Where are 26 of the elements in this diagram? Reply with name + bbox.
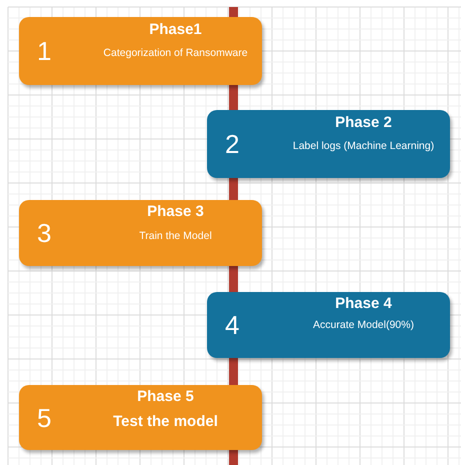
phase-description: Label logs (Machine Learning) (292, 140, 436, 152)
phase-number: 5 (37, 402, 52, 432)
phase-title: Phase 2 (334, 114, 393, 131)
phase-box (207, 110, 450, 178)
phase-number: 3 (37, 218, 52, 248)
timeline-bar (229, 358, 238, 385)
timeline-bar (229, 450, 238, 465)
phase-number: 4 (225, 310, 240, 340)
timeline-bar (229, 266, 238, 292)
phase-number: 2 (225, 129, 240, 159)
phase-description: Train the Model (138, 230, 213, 242)
phase-description: Categorization of Ransomware (102, 47, 249, 59)
timeline-bar (229, 178, 238, 200)
phase-description: Test the model (112, 413, 219, 431)
phase-box (19, 200, 262, 266)
phase-title: Phase 3 (146, 203, 205, 220)
phase-box (207, 292, 450, 358)
phase-box (19, 385, 262, 450)
phase-title: Phase 5 (136, 388, 195, 405)
phase-box (19, 17, 262, 85)
timeline-bar (229, 7, 238, 17)
timeline-bar (229, 85, 238, 110)
phase-number: 1 (37, 36, 52, 66)
phase-description: Accurate Model(90%) (312, 319, 415, 331)
phase-title: Phase 4 (334, 295, 393, 312)
phase-title: Phase1 (148, 21, 203, 38)
